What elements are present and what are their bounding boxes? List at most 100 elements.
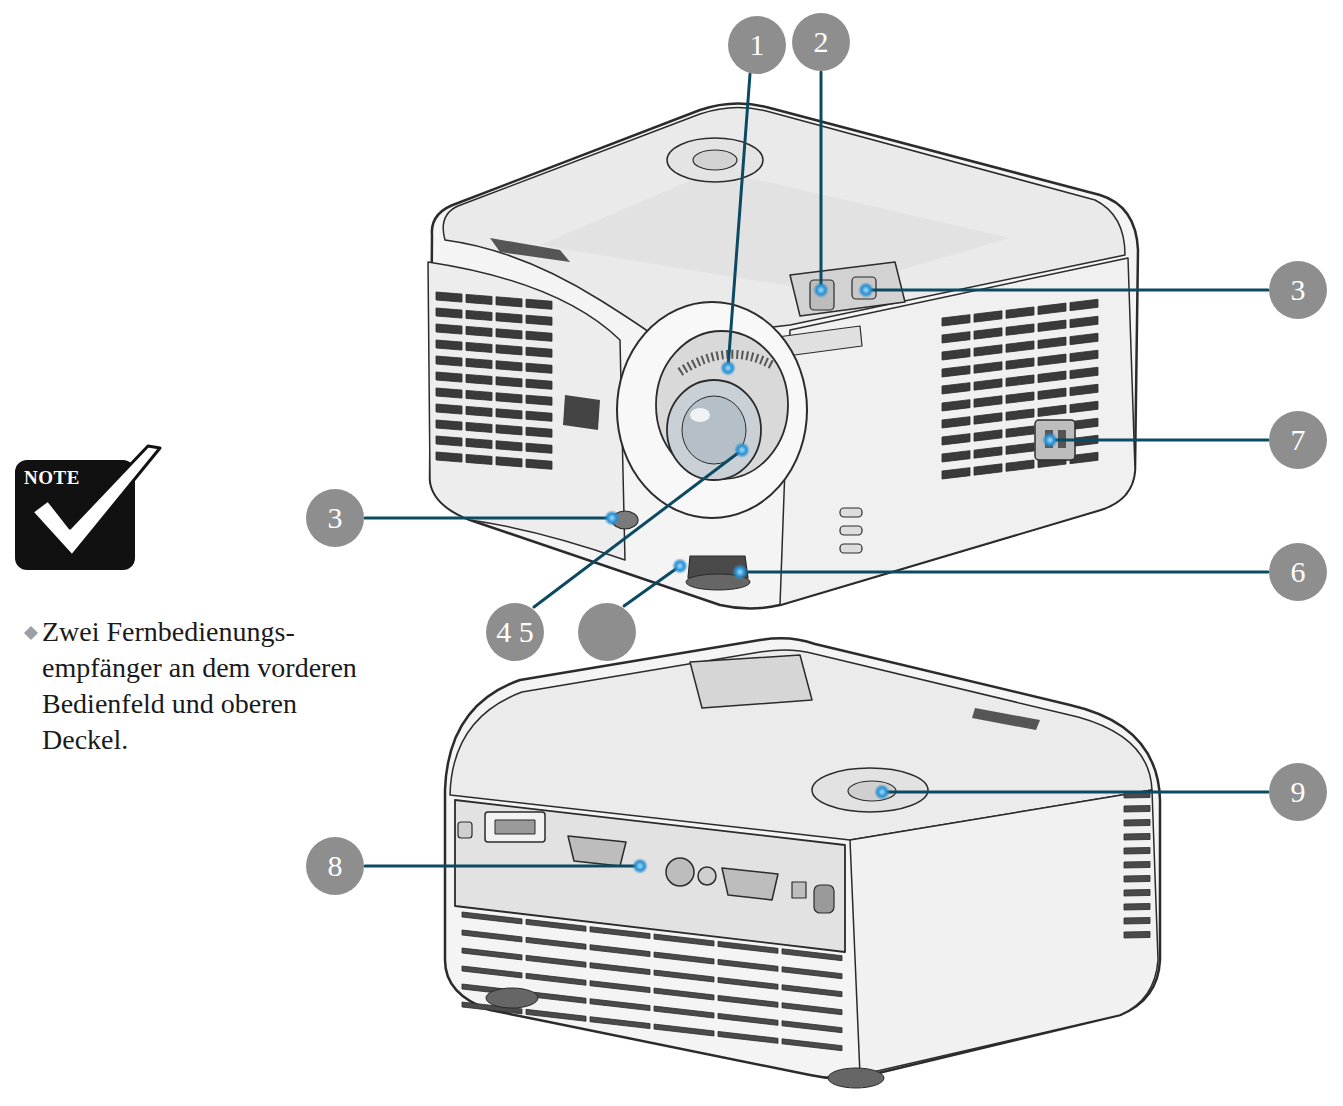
vent-slat xyxy=(526,331,552,341)
svideo-port xyxy=(666,858,694,886)
vent-slat xyxy=(1038,354,1066,365)
logo-mark xyxy=(972,708,1040,730)
callout-circle-fill xyxy=(306,489,364,547)
vent-slat xyxy=(1070,401,1098,412)
vent-slat xyxy=(466,422,492,432)
vent-slat xyxy=(436,324,462,334)
callout-number: 1 xyxy=(728,16,786,74)
front-vents xyxy=(436,292,552,469)
leader-line xyxy=(624,566,680,606)
empty-callout-circle xyxy=(578,603,636,661)
vent-slat xyxy=(1124,833,1150,840)
vent-slat xyxy=(526,363,552,373)
vent-slat xyxy=(1070,350,1098,361)
vent-slat xyxy=(1070,299,1098,310)
projector-rear-view xyxy=(445,638,1160,1088)
vent-slat xyxy=(590,981,650,993)
vent-slat xyxy=(1006,324,1034,335)
note-checkmark xyxy=(32,446,160,556)
callout-text: 1 xyxy=(750,30,765,60)
vent-slat xyxy=(496,313,522,323)
leader-dot xyxy=(720,360,736,376)
vent-slat xyxy=(974,430,1002,441)
vent-slat xyxy=(718,995,778,1007)
vent-slat xyxy=(526,379,552,389)
vent-slat xyxy=(526,395,552,405)
front-logo-mark xyxy=(563,395,600,430)
vent-slat xyxy=(1070,333,1098,344)
vent-slat xyxy=(1124,917,1150,924)
leader-line xyxy=(534,450,742,607)
vent-slat xyxy=(436,452,462,462)
callout-circle xyxy=(1269,543,1327,601)
callout-circle-fill xyxy=(728,16,786,74)
callout-circle-fill xyxy=(1269,411,1327,469)
kensington-lock xyxy=(458,822,472,838)
vent-slat xyxy=(1124,875,1150,882)
vent-slat xyxy=(526,427,552,437)
note-icon xyxy=(15,446,160,640)
vent-slat xyxy=(496,409,522,419)
leader-line xyxy=(365,865,640,868)
vent-slat xyxy=(1124,861,1150,868)
vent-slat xyxy=(496,441,522,451)
control-pad-button xyxy=(848,781,896,801)
vent-slat xyxy=(782,1039,842,1051)
callout-circle xyxy=(792,13,850,71)
vent-slat xyxy=(496,393,522,403)
vent-slat xyxy=(974,311,1002,322)
vent-slat xyxy=(1038,320,1066,331)
vent-slat xyxy=(782,949,842,961)
vent-slat xyxy=(1006,443,1034,454)
bullet-diamond xyxy=(24,626,38,640)
vent-slat xyxy=(718,1031,778,1043)
vga-port xyxy=(568,836,626,866)
callout-text: 7 xyxy=(1291,425,1306,455)
vent-slat xyxy=(1038,337,1066,348)
vent-slat xyxy=(436,292,462,302)
callout-circle xyxy=(1269,411,1327,469)
callout-text: 3 xyxy=(1291,275,1306,305)
vent-slat xyxy=(436,340,462,350)
vent-slat xyxy=(590,927,650,939)
vent-slat xyxy=(496,457,522,467)
vent-slat xyxy=(466,454,492,464)
side-panel xyxy=(780,258,1135,605)
vent-slat xyxy=(496,377,522,387)
callout-circle-fill xyxy=(486,603,544,661)
vent-slat xyxy=(436,420,462,430)
vent-slat xyxy=(654,952,714,964)
leader-dot xyxy=(1042,432,1058,448)
leader-dot xyxy=(734,442,750,458)
logo-mark xyxy=(490,238,570,262)
callout-text: 2 xyxy=(814,27,829,57)
vent-slat xyxy=(1124,903,1150,910)
vent-slat xyxy=(782,1021,842,1033)
vent-slat xyxy=(466,390,492,400)
vent-slat xyxy=(974,345,1002,356)
callout-number: 7 xyxy=(1269,411,1327,469)
vent-slat xyxy=(526,459,552,469)
lens-glass xyxy=(667,380,761,480)
callout-circle-fill xyxy=(306,837,364,895)
vent-slat xyxy=(466,342,492,352)
vent-slat xyxy=(526,937,586,949)
note-text: Zwei Fernbedienungs- empfänger an dem vo… xyxy=(42,614,382,758)
vent-slat xyxy=(496,345,522,355)
vent-slat xyxy=(942,434,970,445)
vent-slat xyxy=(466,310,492,320)
callout-circle-fill xyxy=(1269,763,1327,821)
callout-circle xyxy=(728,16,786,74)
vent-slat xyxy=(974,328,1002,339)
vent-slat xyxy=(1038,303,1066,314)
callout-number: 3 xyxy=(1269,261,1327,319)
leader-lines xyxy=(365,72,1268,866)
vent-slat xyxy=(1070,367,1098,378)
vent-slat xyxy=(654,1006,714,1018)
vent-slat xyxy=(496,425,522,435)
front-panel xyxy=(428,262,625,560)
control-pad xyxy=(812,768,928,812)
rs232-port xyxy=(814,885,834,913)
leader-line xyxy=(728,74,750,368)
vent-slat xyxy=(718,1013,778,1025)
